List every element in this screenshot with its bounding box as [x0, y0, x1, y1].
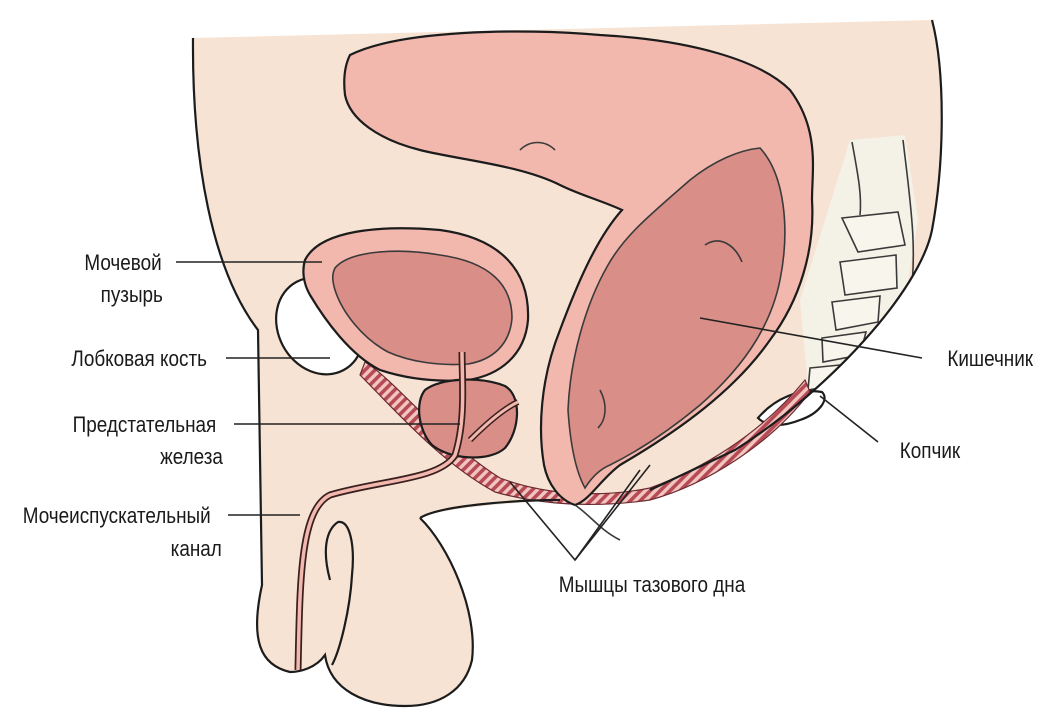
prostate	[419, 380, 517, 458]
label-urethra-line1: Мочеиспускательный	[23, 504, 211, 529]
label-bladder-line1: Мочевой	[84, 251, 161, 276]
label-prostate-line1: Предстательная	[73, 413, 217, 438]
label-pelvic-floor: Мышцы тазового дна	[559, 573, 746, 598]
label-prostate-line2: железа	[160, 445, 223, 470]
label-intestine: Кишечник	[947, 347, 1034, 372]
label-coccyx: Копчик	[900, 439, 961, 464]
label-urethra-line2: канал	[171, 537, 222, 562]
label-pubic-bone: Лобковая кость	[71, 347, 207, 372]
label-bladder-line2: пузырь	[101, 283, 163, 308]
